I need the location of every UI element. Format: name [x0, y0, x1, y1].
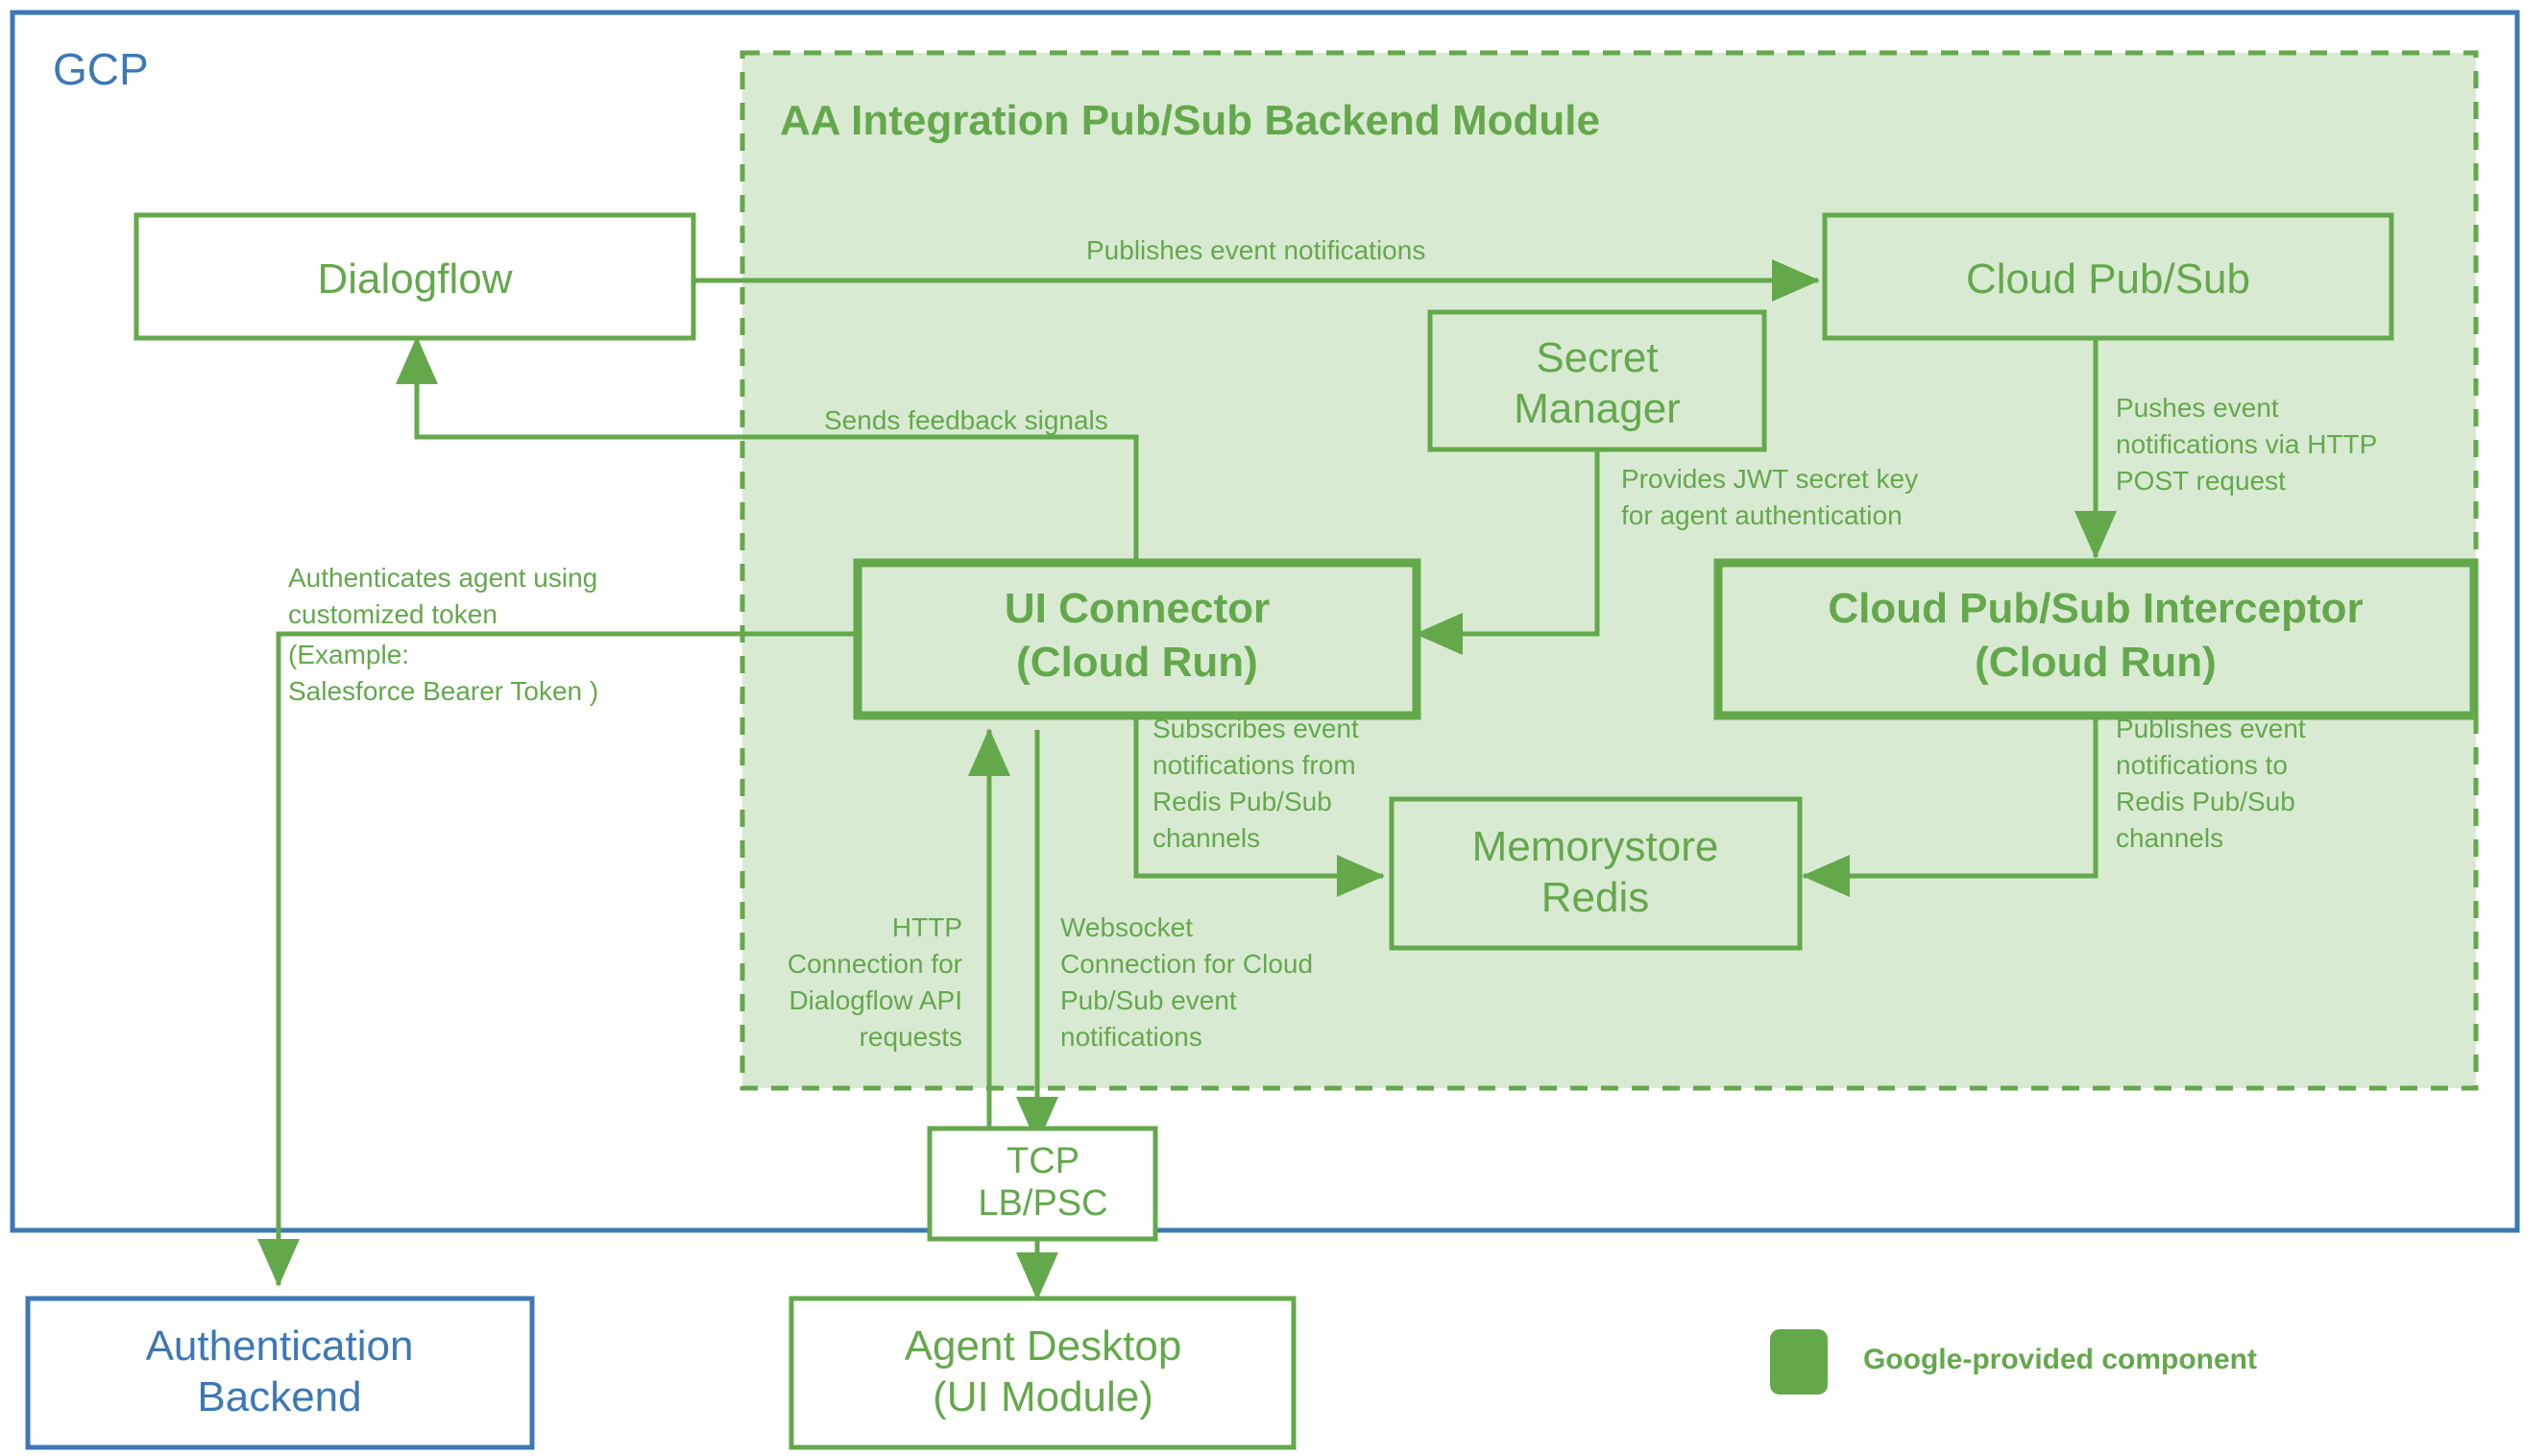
edge-label-publishes-redis-3: Redis Pub/Sub — [2116, 787, 2295, 816]
edge-label-publishes-redis-4: channels — [2116, 823, 2223, 853]
node-dialogflow[interactable]: Dialogflow — [133, 212, 696, 341]
node-agent-desktop-label-1: Agent Desktop — [905, 1323, 1182, 1370]
edge-label-http-dialogflow-3: Dialogflow API — [788, 985, 962, 1015]
edge-label-http-dialogflow-1: HTTP — [892, 912, 962, 942]
node-ui-connector-label-2: (Cloud Run) — [1016, 639, 1258, 686]
node-agent-desktop-label-2: (UI Module) — [933, 1373, 1153, 1420]
node-authentication-backend-label-1: Authentication — [146, 1323, 414, 1370]
node-ui-connector[interactable]: UI Connector (Cloud Run) — [853, 558, 1421, 720]
node-cloud-pubsub-interceptor-label-1: Cloud Pub/Sub Interceptor — [1828, 585, 2363, 632]
edge-label-pushes-http-post-1: Pushes event — [2116, 393, 2279, 423]
node-tcp-lb-psc[interactable]: TCP LB/PSC — [927, 1126, 1158, 1242]
edge-authenticates-agent — [257, 631, 858, 1287]
node-memorystore-redis[interactable]: Memorystore Redis — [1389, 796, 1803, 951]
edge-label-subscribes-redis-3: Redis Pub/Sub — [1152, 787, 1332, 816]
edge-label-authenticates-agent-1: Authenticates agent using — [288, 563, 597, 593]
edge-label-http-dialogflow-4: requests — [860, 1022, 962, 1052]
edge-label-websocket-pubsub-3: Pub/Sub event — [1060, 985, 1237, 1015]
node-secret-manager-label-1: Secret — [1536, 334, 1658, 381]
edge-label-provides-jwt-2: for agent authentication — [1621, 500, 1903, 530]
edge-subscribes-redis — [1133, 716, 1385, 897]
node-cloud-pubsub-interceptor-label-2: (Cloud Run) — [1975, 639, 2217, 686]
node-ui-connector-label-1: UI Connector — [1005, 585, 1270, 632]
node-agent-desktop[interactable]: Agent Desktop (UI Module) — [788, 1296, 1297, 1450]
edge-label-subscribes-redis-4: channels — [1152, 823, 1260, 853]
node-tcp-lb-psc-label-1: TCP — [1007, 1141, 1079, 1181]
edge-label-authenticates-agent-4: Salesforce Bearer Token ) — [288, 676, 598, 706]
edge-label-websocket-pubsub-1: Websocket — [1060, 912, 1193, 942]
node-authentication-backend[interactable]: Authentication Backend — [25, 1296, 535, 1450]
edge-label-authenticates-agent-2: customized token — [288, 599, 497, 629]
edge-label-publishes-event-notifications: Publishes event notifications — [1086, 235, 1425, 265]
legend: Google-provided component — [1770, 1329, 2257, 1395]
edge-label-pushes-http-post-2: notifications via HTTP — [2116, 429, 2377, 459]
node-cloud-pubsub-interceptor[interactable]: Cloud Pub/Sub Interceptor (Cloud Run) — [1713, 558, 2479, 720]
edge-publishes-redis — [1802, 716, 2098, 897]
edge-label-websocket-pubsub-4: notifications — [1060, 1022, 1202, 1052]
legend-label: Google-provided component — [1863, 1344, 2257, 1375]
node-memorystore-redis-label-1: Memorystore — [1472, 823, 1719, 870]
edge-label-subscribes-redis-2: notifications from — [1152, 750, 1356, 780]
node-secret-manager[interactable]: Secret Manager — [1427, 309, 1767, 452]
edge-label-provides-jwt-1: Provides JWT secret key — [1621, 464, 1918, 494]
node-memorystore-redis-label-2: Redis — [1541, 874, 1650, 921]
module-title: AA Integration Pub/Sub Backend Module — [780, 97, 1600, 144]
gcp-label: GCP — [53, 44, 149, 94]
node-secret-manager-label-2: Manager — [1514, 385, 1681, 432]
node-cloud-pubsub-label: Cloud Pub/Sub — [1966, 255, 2250, 303]
edge-label-sends-feedback-signals: Sends feedback signals — [824, 405, 1108, 435]
node-tcp-lb-psc-label-2: LB/PSC — [978, 1183, 1107, 1224]
node-authentication-backend-label-2: Backend — [197, 1373, 361, 1420]
edge-label-pushes-http-post-3: POST request — [2116, 466, 2286, 496]
edge-label-publishes-redis-2: notifications to — [2116, 750, 2288, 780]
edge-sends-feedback-signals — [396, 336, 1139, 563]
edge-label-http-dialogflow-2: Connection for — [788, 949, 962, 979]
edge-provides-jwt — [1415, 449, 1600, 655]
node-dialogflow-label: Dialogflow — [318, 255, 513, 303]
edge-label-authenticates-agent-3: (Example: — [288, 640, 409, 669]
edge-label-websocket-pubsub-2: Connection for Cloud — [1060, 949, 1313, 979]
legend-swatch — [1770, 1329, 1828, 1395]
node-cloud-pubsub[interactable]: Cloud Pub/Sub — [1822, 212, 2394, 341]
